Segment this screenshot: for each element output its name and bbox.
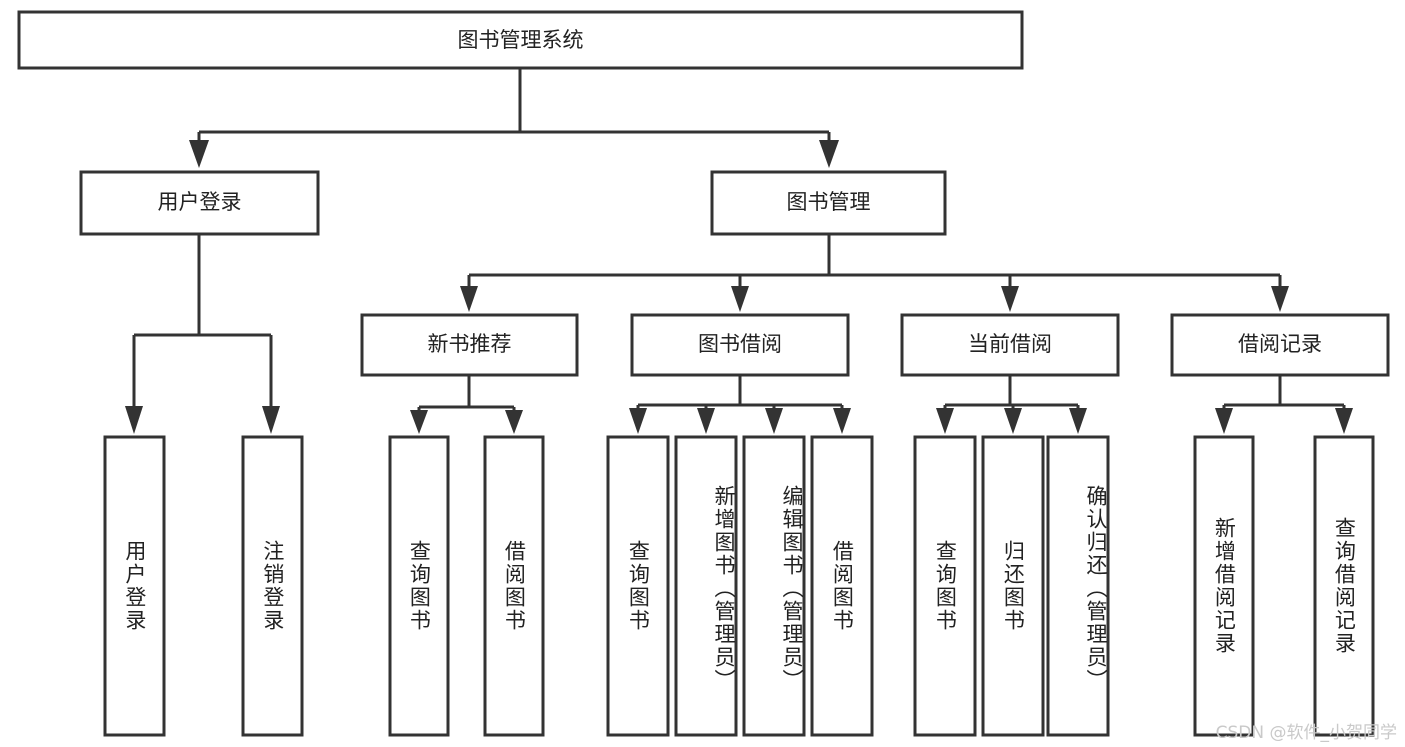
arrow-head-icon (125, 406, 143, 434)
arrow-head-icon (1271, 286, 1289, 312)
leaf-box-confirm-return[interactable] (1046, 435, 1110, 737)
node-root[interactable]: 图书管理系统 (17, 10, 1024, 70)
node-box[interactable] (900, 313, 1120, 377)
node-label: 用户登录 (158, 190, 242, 214)
leaf-box-user-login[interactable] (103, 435, 166, 737)
arrow-head-icon (460, 286, 478, 312)
node-label: 新书推荐 (428, 332, 512, 356)
arrow-head-icon (1001, 286, 1019, 312)
connector-newbook-to-leaves (410, 375, 523, 434)
leaf-box-query-record[interactable] (1313, 435, 1375, 737)
leaf-box-add-record[interactable] (1193, 435, 1255, 737)
arrow-head-icon (1069, 408, 1087, 434)
node-box[interactable] (710, 170, 947, 236)
node-label: 借阅记录 (1238, 332, 1322, 356)
connector-bookborrow-to-leaves (629, 375, 851, 434)
node-user-login[interactable]: 用户登录 (79, 170, 320, 236)
arrow-head-icon (410, 410, 428, 434)
node-current-borrow[interactable]: 当前借阅 (900, 313, 1120, 377)
connector-bookmanage-to-level2 (460, 234, 1289, 312)
arrow-head-icon (936, 408, 954, 434)
node-borrow-record[interactable]: 借阅记录 (1170, 313, 1390, 377)
leaf-boxes (103, 435, 1375, 737)
leaf-box-borrow-book-1[interactable] (483, 435, 545, 737)
node-label: 图书管理系统 (458, 28, 584, 52)
arrow-head-icon (819, 140, 839, 168)
leaf-box-query-book-3[interactable] (913, 435, 977, 737)
leaf-box-query-book-2[interactable] (606, 435, 670, 737)
node-label: 图书借阅 (698, 332, 782, 356)
leaf-box-query-book-1[interactable] (388, 435, 450, 737)
node-book-borrow[interactable]: 图书借阅 (630, 313, 850, 377)
leaf-box-edit-book[interactable] (742, 435, 806, 737)
arrow-head-icon (262, 406, 280, 434)
watermark-text: CSDN @软件_小贺同学 (1215, 723, 1397, 743)
arrow-head-icon (189, 140, 209, 168)
arrow-head-icon (629, 408, 647, 434)
node-new-book-recommend[interactable]: 新书推荐 (360, 313, 579, 377)
node-box[interactable] (360, 313, 579, 377)
node-label: 当前借阅 (968, 332, 1052, 356)
connector-root-to-level1 (189, 68, 839, 168)
node-book-manage[interactable]: 图书管理 (710, 170, 947, 236)
connector-borrowrecord-to-leaves (1215, 375, 1353, 434)
arrow-head-icon (731, 286, 749, 312)
arrow-head-icon (505, 410, 523, 434)
node-box[interactable] (630, 313, 850, 377)
arrow-head-icon (697, 408, 715, 434)
node-box[interactable] (17, 10, 1024, 70)
arrow-head-icon (833, 408, 851, 434)
leaf-box-add-book[interactable] (674, 435, 738, 737)
leaf-box-logout[interactable] (241, 435, 304, 737)
leaf-box-return-book[interactable] (981, 435, 1045, 737)
node-label: 图书管理 (787, 190, 871, 214)
arrow-head-icon (1215, 408, 1233, 434)
connector-currentborrow-to-leaves (936, 375, 1087, 434)
node-box[interactable] (1170, 313, 1390, 377)
node-box[interactable] (79, 170, 320, 236)
arrow-head-icon (765, 408, 783, 434)
connector-userlogin-to-leaves (125, 234, 280, 434)
arrow-head-icon (1004, 408, 1022, 434)
arrow-head-icon (1335, 408, 1353, 434)
leaf-box-borrow-book-2[interactable] (810, 435, 874, 737)
